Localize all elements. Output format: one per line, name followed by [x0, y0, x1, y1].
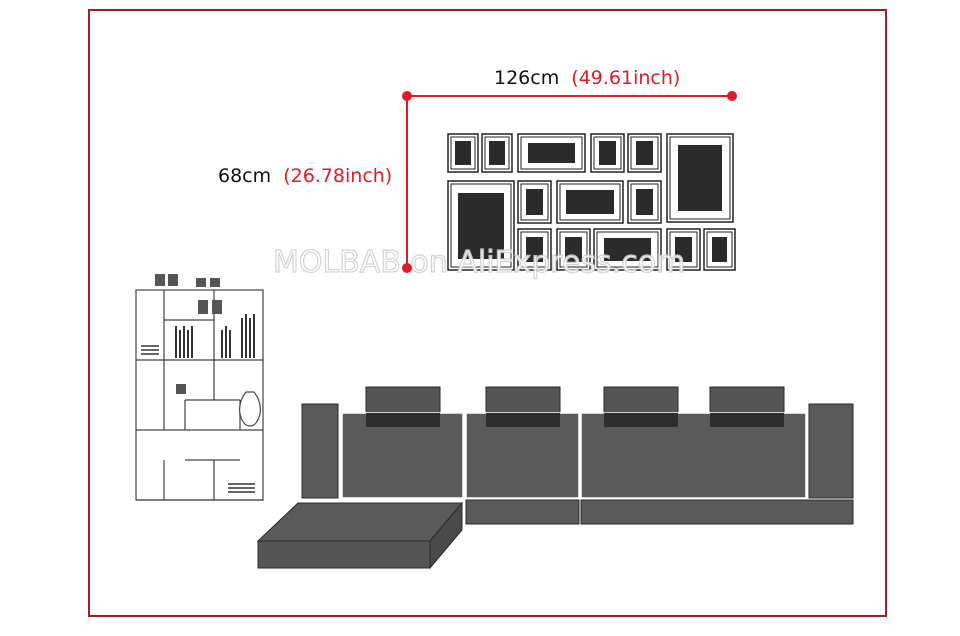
width-imperial: (49.61inch): [571, 67, 680, 89]
photo-frame: [666, 228, 701, 271]
photo-frame: [593, 228, 662, 271]
height-metric: 68cm: [218, 165, 271, 187]
photo-frame: [590, 133, 625, 173]
dimension-lines: [402, 91, 737, 273]
dimension-dot-top-left: [402, 91, 412, 101]
watermark-text: MOLBAB on AliExpress.com: [273, 245, 685, 280]
height-imperial: (26.78inch): [283, 165, 392, 187]
photo-frame: [447, 133, 479, 173]
photo-frame: [517, 228, 552, 271]
width-metric: 126cm: [494, 67, 559, 89]
width-label: 126cm (49.61inch): [494, 67, 680, 89]
photo-frame: [481, 133, 513, 173]
photo-frame: [703, 228, 736, 271]
photo-frame: [447, 180, 515, 271]
dimension-dot-bottom-left: [402, 263, 412, 273]
dimension-dot-top-right: [727, 91, 737, 101]
photo-frame: [517, 180, 552, 224]
photo-frame-collage: [447, 133, 736, 271]
height-label: 68cm (26.78inch): [218, 165, 392, 187]
photo-frame: [556, 228, 591, 271]
sofa: [256, 386, 854, 570]
photo-frame: [627, 133, 662, 173]
bookshelf: [135, 274, 264, 501]
photo-frame: [666, 133, 734, 223]
photo-frame: [627, 180, 662, 224]
photo-frame: [517, 133, 586, 173]
image-border: [88, 9, 887, 617]
photo-frame: [556, 180, 624, 224]
